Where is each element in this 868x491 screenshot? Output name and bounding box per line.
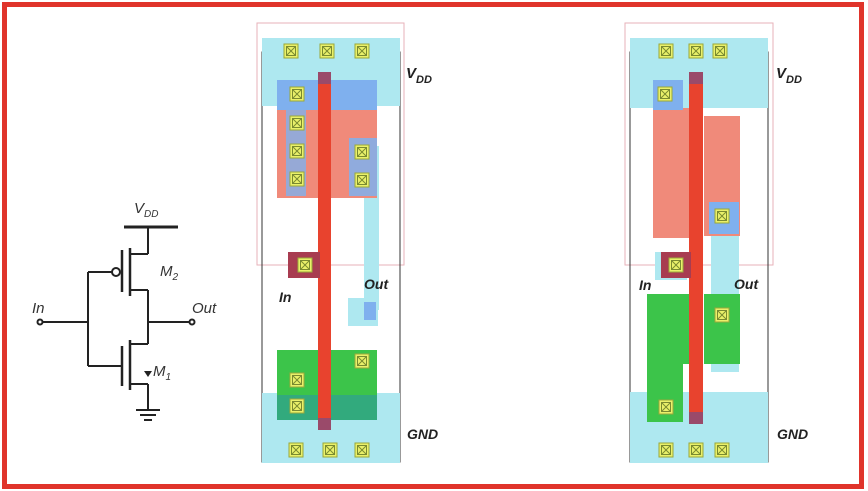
contact-cut [714, 442, 730, 458]
contact-cut [668, 257, 684, 273]
contact-cut [297, 257, 313, 273]
contact-cut [289, 372, 305, 388]
contact-cut [354, 172, 370, 188]
contact-cut [658, 43, 674, 59]
out-metal-strip [364, 180, 379, 310]
schematic-vdd-label: VDD [134, 200, 158, 220]
pmos-bubble [111, 267, 121, 277]
poly-end-bottom [318, 418, 331, 430]
contact-cut [712, 43, 728, 59]
left-out-label: Out [364, 276, 389, 292]
left-gnd-label: GND [407, 426, 438, 442]
contact-cut [714, 307, 730, 323]
contact-cut [322, 442, 338, 458]
m2-label: M2 [160, 263, 179, 283]
poly-end-bottom [689, 412, 703, 424]
contact-cut [714, 208, 730, 224]
contact-cut [289, 86, 305, 102]
contact-cut [288, 442, 304, 458]
contact-cut [354, 442, 370, 458]
layout-right [624, 22, 774, 463]
left-in-label: In [279, 289, 291, 305]
contact-cut [354, 144, 370, 160]
contact-cut [289, 171, 305, 187]
contact-cut [688, 442, 704, 458]
nmos-arrow [144, 371, 152, 377]
schematic-in-label: In [32, 300, 45, 317]
right-out-label: Out [734, 276, 759, 292]
contact-cut [354, 353, 370, 369]
contact-cut [319, 43, 335, 59]
poly-gate [318, 72, 331, 430]
contact-cut [688, 43, 704, 59]
inverter-schematic [36, 225, 196, 421]
contact-cut [289, 115, 305, 131]
n-diffusion-left [647, 294, 689, 364]
contact-cut [289, 143, 305, 159]
right-vdd-label: VDD [776, 65, 802, 86]
poly-end-top [318, 72, 331, 84]
contact-cut [658, 442, 674, 458]
poly-end-top [689, 72, 703, 84]
poly-gate [689, 72, 703, 424]
out-via [364, 302, 376, 320]
out-terminal [188, 318, 196, 326]
contact-cut [289, 398, 305, 414]
contact-cut [658, 399, 674, 415]
p-diffusion-left [653, 108, 689, 238]
in-terminal [36, 318, 44, 326]
m1-label: M1 [153, 363, 171, 383]
right-gnd-label: GND [777, 426, 808, 442]
schematic-out-label: Out [192, 300, 217, 317]
contact-cut [283, 43, 299, 59]
left-vdd-label: VDD [406, 65, 432, 86]
contact-cut [657, 86, 673, 102]
n-diffusion-right [704, 294, 740, 364]
right-in-label: In [639, 277, 651, 293]
layout-left [256, 22, 405, 463]
contact-cut [354, 43, 370, 59]
